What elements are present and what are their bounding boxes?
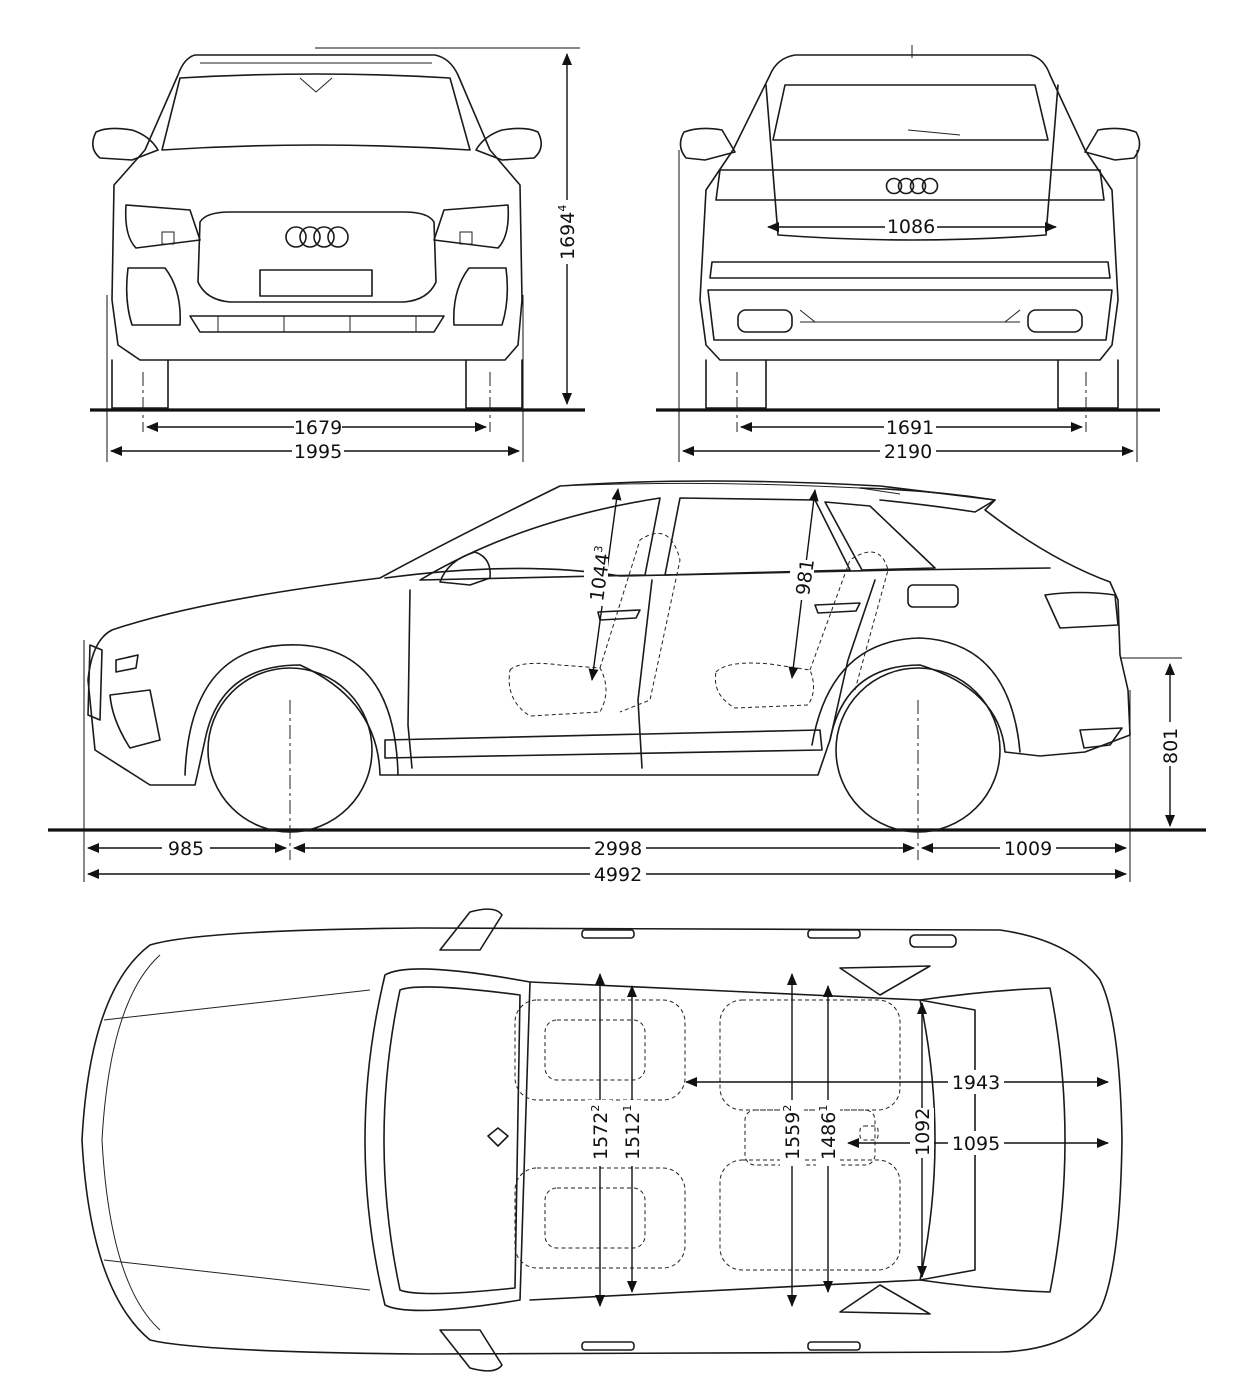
length-value: 4992: [594, 864, 642, 886]
load-floor-length-rear-dimension: 1095: [948, 1131, 1004, 1155]
svg-text:15592: 15592: [781, 1105, 804, 1160]
length-dimension: 4992: [590, 862, 646, 886]
rear-shoulder-width-note: 1: [817, 1105, 830, 1112]
front-shoulder-width-dimension: 15121: [620, 1100, 644, 1166]
svg-text:14861: 14861: [817, 1105, 840, 1160]
front-shoulder-width-note: 1: [621, 1105, 634, 1112]
rear-elbow-width-note: 2: [781, 1105, 794, 1112]
rear-track-dimension: 1691: [884, 415, 936, 439]
rear-width-dimension: 2190: [880, 439, 936, 463]
rear-overhang-value: 1009: [1004, 838, 1052, 860]
front-height-value: 1694: [557, 212, 579, 260]
svg-text:15722: 15722: [589, 1105, 612, 1160]
rear-view: [656, 45, 1160, 462]
rear-shoulder-width-dimension: 14861: [816, 1100, 840, 1166]
load-sill-height-value: 801: [1160, 728, 1182, 764]
rear-shoulder-width-value: 1486: [818, 1112, 840, 1160]
side-view: [48, 480, 1206, 882]
rear-overhang-dimension: 1009: [1000, 836, 1056, 860]
rear-elbow-width-dimension: 15592: [780, 1100, 804, 1166]
svg-text:16944: 16944: [556, 205, 579, 260]
front-elbow-width-value: 1572: [590, 1112, 612, 1160]
tailgate-opening-value: 1086: [887, 216, 935, 238]
front-elbow-width-dimension: 15722: [588, 1100, 612, 1166]
front-height-dimension: 16944: [555, 200, 579, 264]
front-headroom-note: 3: [592, 545, 606, 554]
load-floor-length-value: 1943: [952, 1072, 1000, 1094]
load-floor-length-rear-value: 1095: [952, 1133, 1000, 1155]
rear-headroom-dimension: 981: [790, 558, 819, 600]
rear-headroom-value: 981: [792, 558, 819, 597]
svg-text:15121: 15121: [621, 1105, 644, 1160]
load-width-value: 1092: [912, 1108, 934, 1156]
load-width-dimension: 1092: [910, 1108, 934, 1158]
rear-track-value: 1691: [886, 417, 934, 439]
front-height-note: 4: [556, 205, 569, 212]
top-view: [81, 908, 1123, 1372]
load-sill-height-dimension: 801: [1158, 722, 1182, 766]
front-track-dimension: 1679: [294, 415, 342, 439]
front-view: [90, 47, 585, 462]
load-floor-length-dimension: 1943: [948, 1070, 1004, 1094]
wheelbase-value: 2998: [594, 838, 642, 860]
front-track-value: 1679: [294, 417, 342, 439]
front-overhang-value: 985: [168, 838, 204, 860]
front-width-value: 1995: [294, 441, 342, 463]
front-headroom-dimension: 10443: [584, 545, 615, 606]
tailgate-opening-dimension: 1086: [885, 214, 937, 238]
rear-width-value: 2190: [884, 441, 932, 463]
front-overhang-dimension: 985: [162, 836, 210, 860]
front-elbow-width-note: 2: [589, 1105, 602, 1112]
front-shoulder-width-value: 1512: [622, 1112, 644, 1160]
wheelbase-dimension: 2998: [590, 836, 646, 860]
front-width-dimension: 1995: [292, 439, 344, 463]
rear-elbow-width-value: 1559: [782, 1112, 804, 1160]
